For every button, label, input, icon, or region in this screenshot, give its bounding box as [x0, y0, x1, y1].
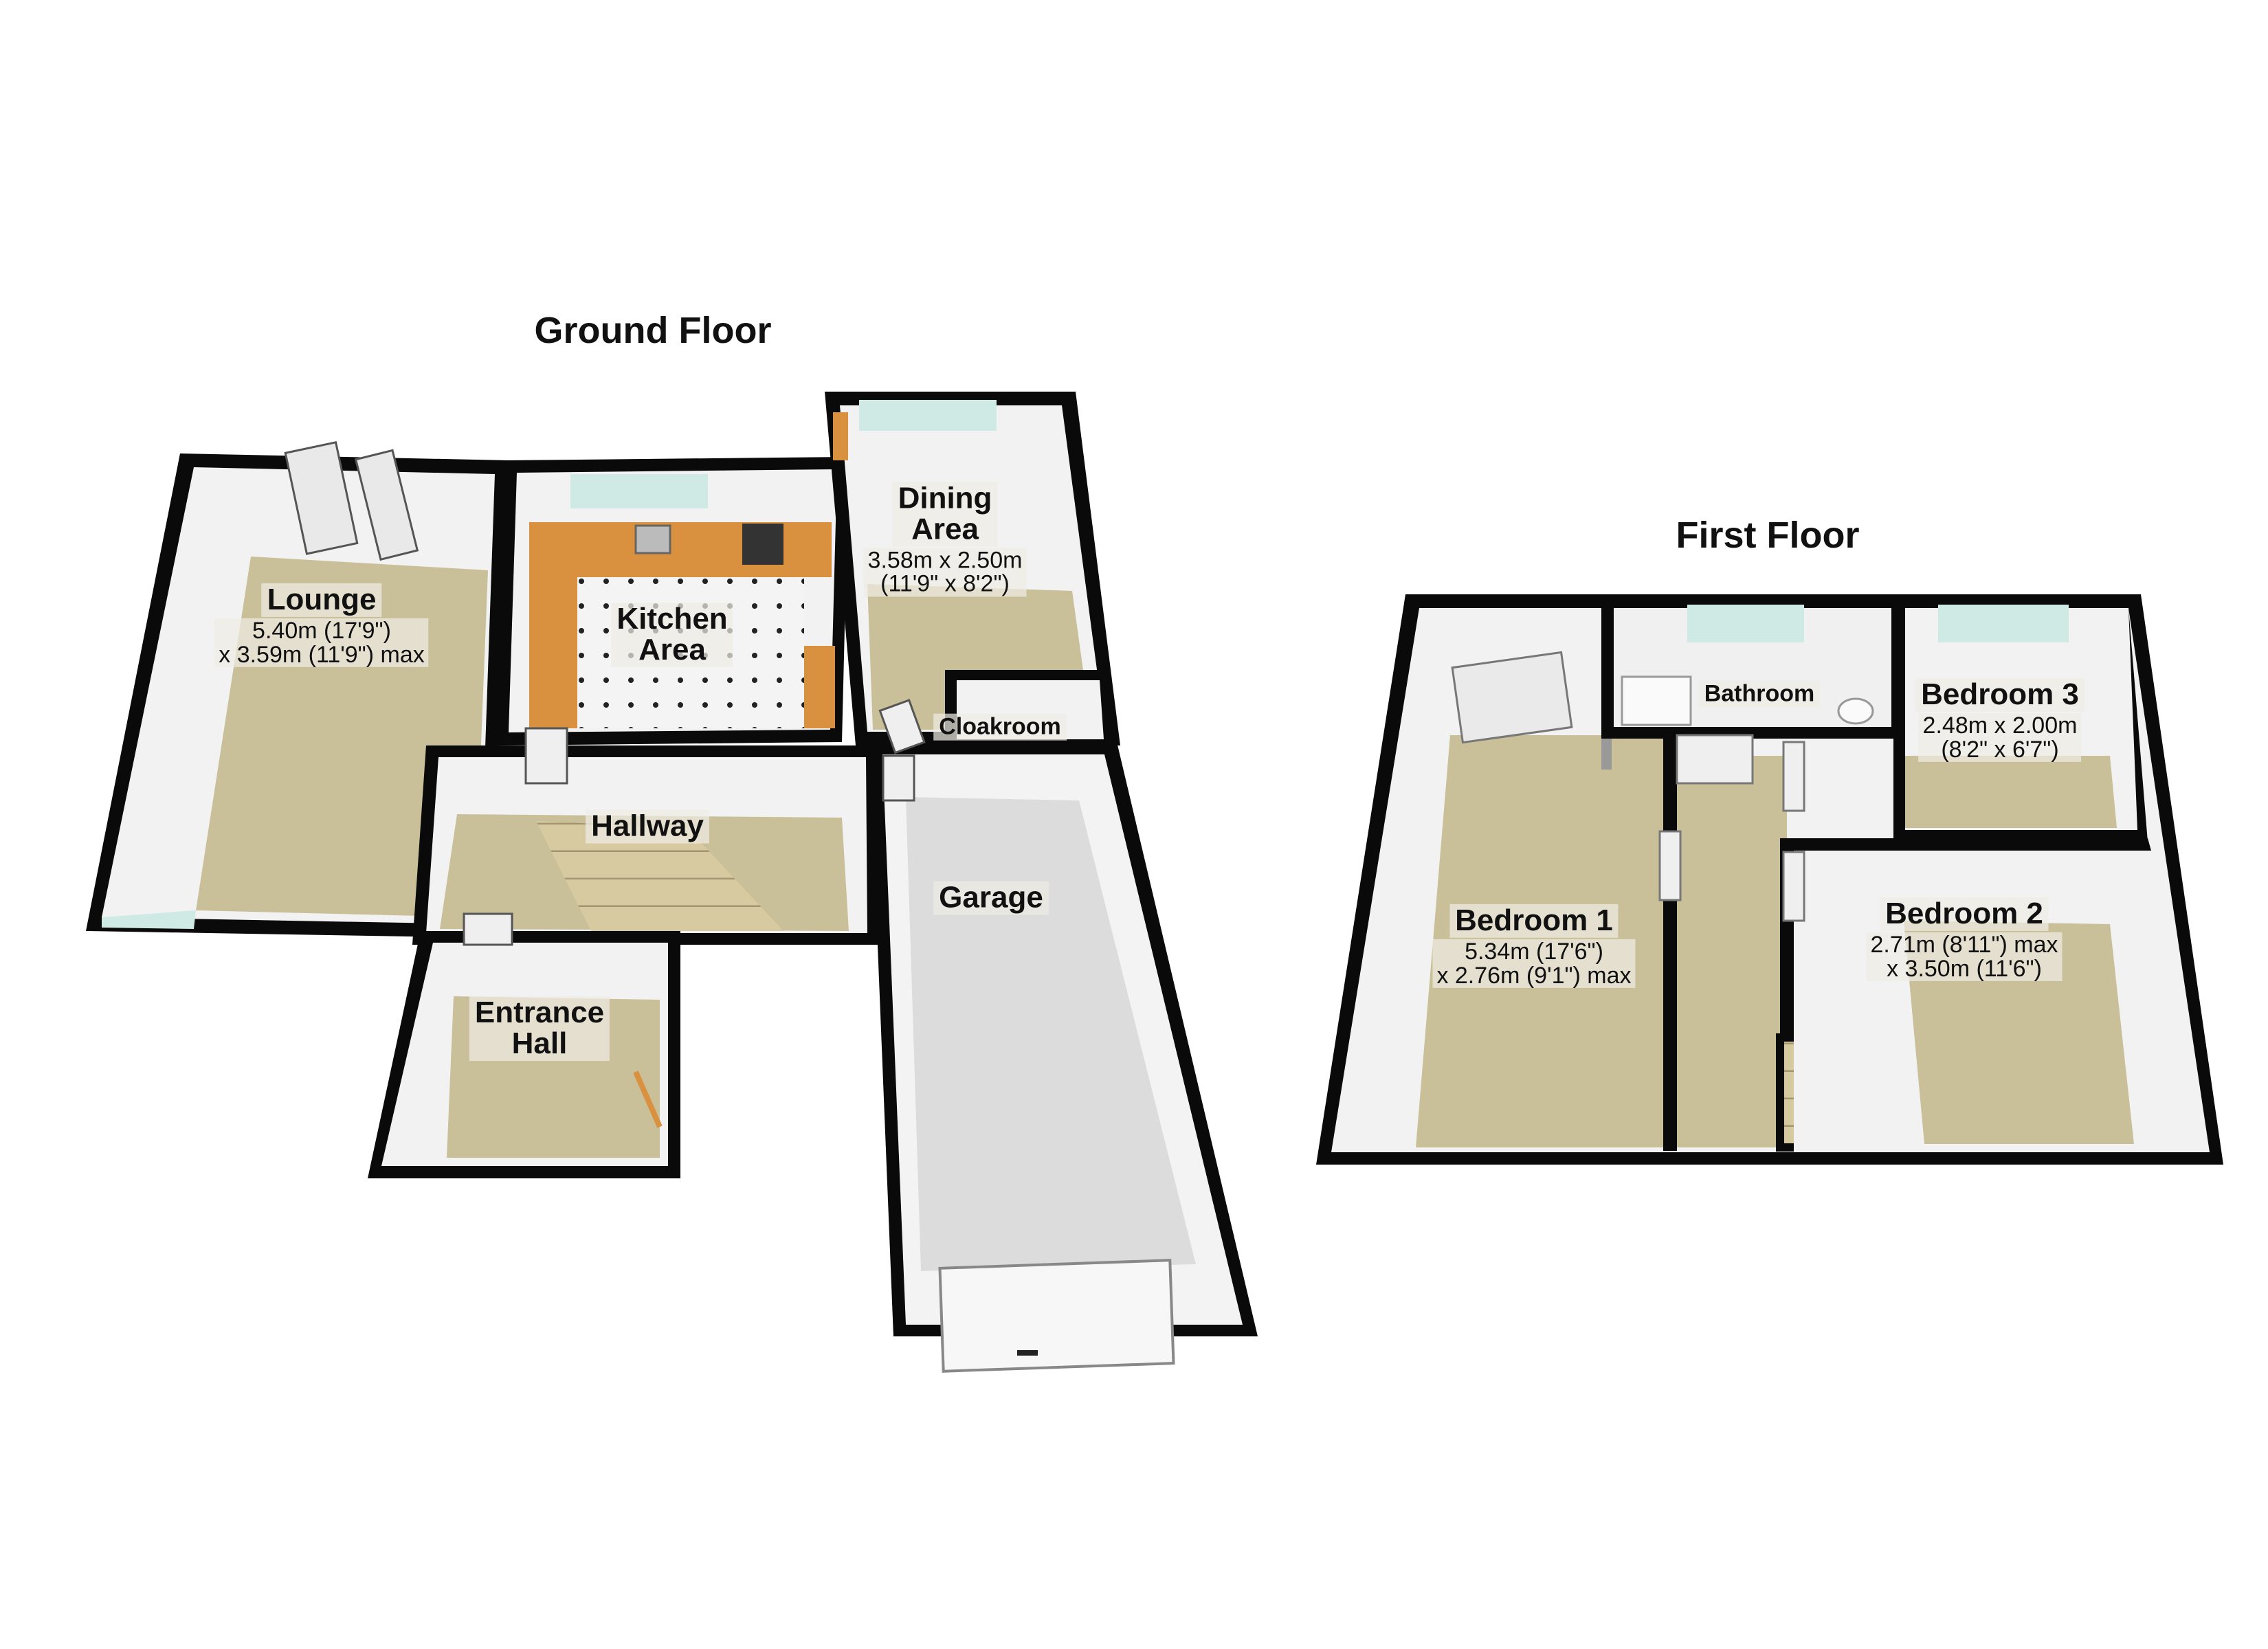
first-floor-doors [1658, 734, 1805, 922]
garage-name: Garage [933, 881, 1049, 915]
hallway-name: Hallway [586, 809, 709, 844]
bathroom-label: Bathroom [1698, 680, 1821, 708]
bedroom-3-label: Bedroom 3 2.48m x 2.00m (8'2" x 6'7") [1915, 677, 2084, 763]
kitchen-area-room [495, 457, 849, 745]
bedroom-1-dimensions: 5.34m (17'6") x 2.76m (9'1") max [1432, 939, 1636, 989]
dining-name: Dining Area [892, 482, 998, 547]
cloakroom-name: Cloakroom [933, 713, 1067, 741]
ground-floor-plan [86, 392, 1258, 1373]
kitchen-label: Kitchen Area [611, 603, 733, 667]
lounge-dimensions: 5.40m (17'9") x 3.59m (11'9") max [214, 618, 429, 668]
bedroom-1-label: Bedroom 1 5.34m (17'6") x 2.76m (9'1") m… [1432, 904, 1636, 989]
lounge-name: Lounge [261, 583, 382, 617]
bathroom-name: Bathroom [1698, 680, 1821, 708]
bedroom-1-name: Bedroom 1 [1449, 904, 1619, 938]
garage-room [869, 742, 1258, 1373]
bedroom-2-room [1794, 838, 2210, 1152]
bedroom-2-name: Bedroom 2 [1880, 897, 2049, 931]
hallway-room [412, 745, 880, 945]
ground-floor-title: Ground Floor [534, 310, 772, 351]
bedroom-3-dimensions: 2.48m x 2.00m (8'2" x 6'7") [1918, 713, 2082, 763]
lounge-label: Lounge 5.40m (17'9") x 3.59m (11'9") max [214, 583, 429, 668]
cloakroom-label: Cloakroom [933, 713, 1067, 741]
bathroom-room [1601, 605, 1904, 739]
entrance-hall-label: Entrance Hall [469, 996, 610, 1061]
entrance-hall-name: Entrance Hall [469, 996, 610, 1061]
dining-dimensions: 3.58m x 2.50m (11'9" x 8'2") [863, 548, 1027, 597]
garage-label: Garage [933, 881, 1049, 915]
bedroom-2-label: Bedroom 2 2.71m (8'11") max x 3.50m (11'… [1866, 897, 2063, 982]
kitchen-name: Kitchen Area [611, 603, 733, 667]
ground-floor-doors [463, 699, 926, 946]
first-floor-title: First Floor [1676, 515, 1860, 556]
hallway-label: Hallway [586, 809, 709, 844]
bedroom-3-name: Bedroom 3 [1915, 677, 2084, 712]
bedroom-2-dimensions: 2.71m (8'11") max x 3.50m (11'6") [1866, 932, 2063, 982]
dining-label: Dining Area 3.58m x 2.50m (11'9" x 8'2") [863, 482, 1027, 597]
first-floor-plan [1316, 594, 2223, 1165]
